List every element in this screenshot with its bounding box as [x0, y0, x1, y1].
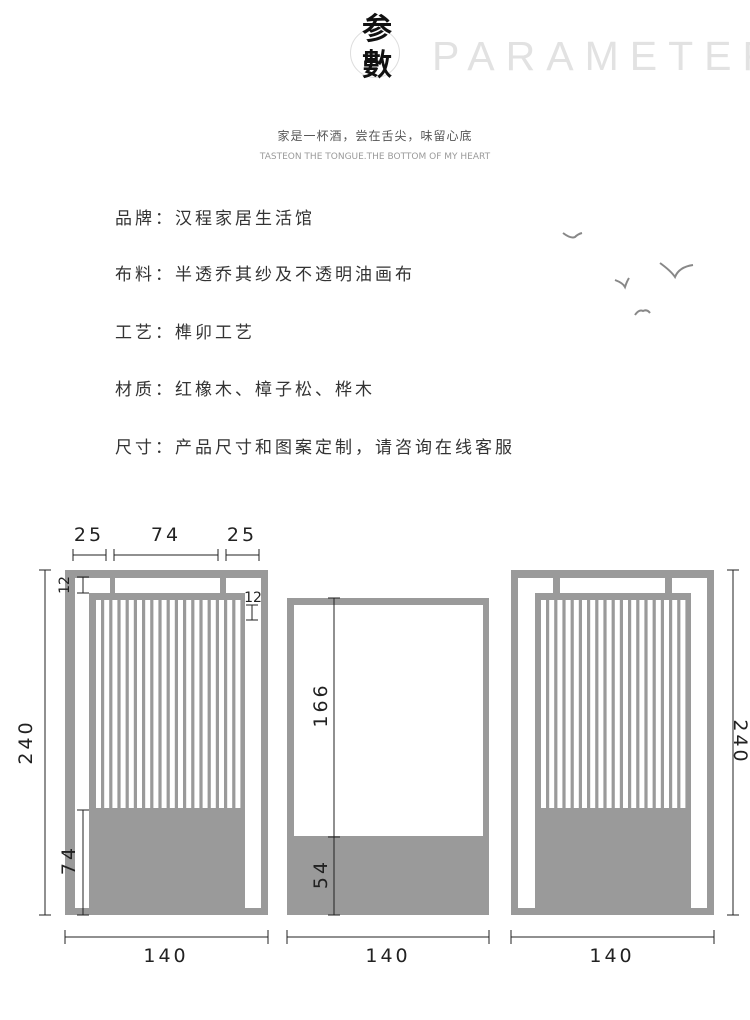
param-craft: 工艺：榫卯工艺	[115, 318, 255, 343]
slat	[120, 600, 126, 808]
slat	[145, 600, 151, 808]
param-label: 工艺：	[115, 323, 175, 343]
dim-frame-top: 12	[57, 576, 73, 594]
bird-icon	[659, 262, 694, 280]
dim-panel2-upper: 166	[310, 682, 332, 727]
dimension-diagram: 25 74 25 240 12 12 74 140 166 54 140 240…	[15, 524, 750, 967]
logo-char-1: 参	[362, 12, 392, 47]
param-value: 榫卯工艺	[175, 323, 255, 343]
param-label: 布料：	[115, 265, 175, 285]
dim-height-right: 240	[729, 719, 750, 764]
slat	[631, 600, 637, 808]
slat	[655, 600, 661, 808]
param-value: 产品尺寸和图案定制，请咨询在线客服	[175, 438, 515, 458]
panel3-slats	[541, 600, 686, 808]
slat	[590, 600, 596, 808]
slat	[606, 600, 612, 808]
slat	[647, 600, 653, 808]
slat	[557, 600, 563, 808]
dimension-lines	[39, 549, 739, 944]
slat	[194, 600, 200, 808]
dim-bottom-panel: 74	[58, 845, 80, 875]
dim-width-panel2: 140	[365, 945, 410, 967]
logo-text: 参 數	[357, 12, 397, 84]
slat	[161, 600, 167, 808]
param-value: 汉程家居生活馆	[175, 209, 315, 229]
param-label: 材质：	[115, 380, 175, 400]
slat	[639, 600, 645, 808]
param-size: 尺寸：产品尺寸和图案定制，请咨询在线客服	[115, 433, 515, 458]
bird-icon	[614, 277, 630, 290]
slat	[210, 600, 216, 808]
param-value: 半透乔其纱及不透明油画布	[175, 265, 415, 285]
slat	[96, 600, 101, 808]
dim-top-middle: 74	[151, 524, 181, 546]
dim-width-panel3: 140	[589, 945, 634, 967]
panel3-inner-right-gap	[691, 598, 707, 908]
panel1-cutout-top	[115, 578, 220, 593]
slat	[235, 600, 241, 808]
slat	[680, 600, 686, 808]
param-fabric: 布料：半透乔其纱及不透明油画布	[115, 260, 415, 285]
dim-inner-gap: 12	[244, 590, 262, 606]
birds-decoration	[562, 232, 694, 316]
slat	[137, 600, 142, 808]
dim-top-right: 25	[227, 524, 257, 546]
slat	[186, 600, 192, 808]
slat	[104, 600, 110, 808]
slat	[582, 600, 587, 808]
slat	[178, 600, 183, 808]
param-material: 材质：红橡木、樟子松、桦木	[115, 375, 375, 400]
bird-icon	[634, 309, 651, 316]
slat	[664, 600, 669, 808]
slogan-cn: 家是一杯酒，尝在舌尖，味留心底	[277, 129, 473, 143]
panel1-slats	[96, 600, 241, 808]
slat	[202, 600, 208, 808]
param-label: 品牌：	[115, 209, 175, 229]
logo-char-2: 數	[362, 48, 392, 83]
slat	[219, 600, 224, 808]
slogan-en: TASTEON THE TONGUE.THE BOTTOM OF MY HEAR…	[259, 152, 491, 162]
panel-1	[65, 570, 268, 915]
param-label: 尺寸：	[115, 438, 175, 458]
panel-3	[511, 570, 714, 915]
slat	[672, 600, 678, 808]
panel3-inner-left-gap	[518, 598, 535, 908]
logo-ring	[350, 28, 400, 78]
slat	[227, 600, 233, 808]
slat	[541, 600, 546, 808]
dim-height-left: 240	[15, 719, 37, 764]
dim-panel2-lower: 54	[310, 859, 332, 889]
bird-icon	[562, 232, 583, 239]
slat	[623, 600, 628, 808]
slat	[169, 600, 175, 808]
dim-width-panel1: 140	[143, 945, 188, 967]
slat	[112, 600, 118, 808]
slat	[153, 600, 159, 808]
slat	[573, 600, 579, 808]
param-brand: 品牌：汉程家居生活馆	[115, 204, 315, 229]
title-en: PARAMETER	[432, 33, 750, 79]
dim-top-left: 25	[74, 524, 104, 546]
slat	[549, 600, 555, 808]
panel1-inner-right-gap	[245, 598, 261, 908]
panel-2	[287, 598, 489, 915]
slat	[614, 600, 620, 808]
param-value: 红橡木、樟子松、桦木	[175, 380, 375, 400]
panel3-cutout-top	[560, 578, 665, 593]
slat	[128, 600, 134, 808]
panel2-window	[294, 605, 483, 836]
slat	[565, 600, 571, 808]
slat	[598, 600, 604, 808]
